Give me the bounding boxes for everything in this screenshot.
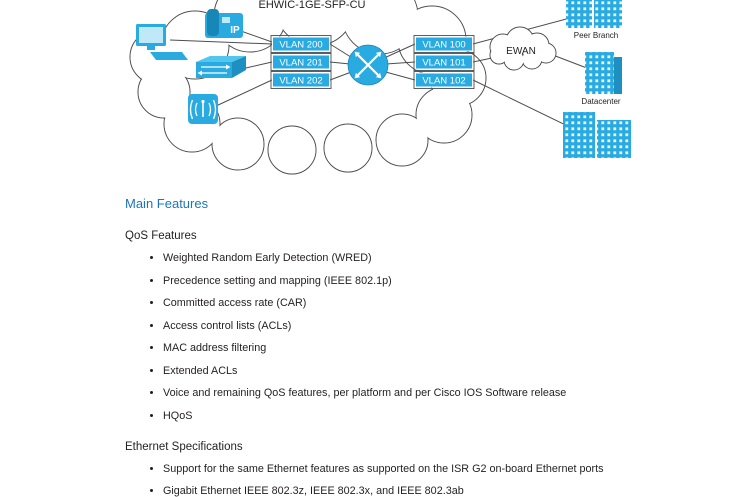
ewan-cloud: EWAN (490, 27, 556, 70)
access-point-icon (188, 94, 218, 124)
vlan-100-box: VLAN 100 (414, 36, 474, 53)
connection-line (216, 80, 272, 106)
network-diagram: EHWIC-1GE-SFP-CU IP (0, 0, 750, 175)
list-item: MAC address filtering (163, 342, 650, 354)
ip-phone-icon: IP (205, 9, 243, 38)
vlan-102-box: VLAN 102 (414, 72, 474, 89)
router-icon (348, 45, 388, 85)
vlan-100-label: VLAN 100 (422, 40, 465, 51)
ewan-label: EWAN (506, 46, 536, 57)
main-features-heading: Main Features (125, 196, 650, 211)
datacenter-label: Datacenter (581, 97, 620, 106)
list-item: HQoS (163, 410, 650, 422)
connection-line (330, 62, 350, 64)
vlan-201-box: VLAN 201 (271, 54, 331, 71)
list-item: Voice and remaining QoS features, per pl… (163, 387, 650, 399)
connection-line (246, 62, 272, 68)
list-item: Weighted Random Early Detection (WRED) (163, 252, 650, 264)
list-item: Support for the same Ethernet features a… (163, 463, 650, 475)
vlan-202-box: VLAN 202 (271, 72, 331, 89)
page-content: Main Features QoS Features Weighted Rand… (0, 196, 750, 497)
peer-branch-building-icon: Peer Branch (566, 0, 622, 40)
vlan-202-label: VLAN 202 (279, 76, 322, 87)
vlan-201-label: VLAN 201 (279, 58, 322, 69)
vlan-200-box: VLAN 200 (271, 36, 331, 53)
datacenter-building-icon: Datacenter (581, 52, 622, 106)
qos-features-list: Weighted Random Early Detection (WRED) P… (125, 252, 650, 422)
ethernet-specifications-list: Support for the same Ethernet features a… (125, 463, 650, 497)
list-item: Extended ACLs (163, 365, 650, 377)
vlan-102-label: VLAN 102 (422, 76, 465, 87)
branch-building-icon (563, 112, 631, 158)
list-item: Access control lists (ACLs) (163, 320, 650, 332)
list-item: Gigabit Ethernet IEEE 802.3z, IEEE 802.3… (163, 485, 650, 497)
qos-features-heading: QoS Features (125, 230, 650, 243)
vlan-200-label: VLAN 200 (279, 40, 322, 51)
network-diagram-canvas: EHWIC-1GE-SFP-CU IP (0, 0, 750, 175)
switch-icon (196, 56, 246, 78)
diagram-title: EHWIC-1GE-SFP-CU (259, 0, 366, 11)
ip-phone-label: IP (230, 25, 240, 36)
vlan-101-label: VLAN 101 (422, 58, 465, 69)
list-item: Precedence setting and mapping (IEEE 802… (163, 275, 650, 287)
ethernet-specifications-heading: Ethernet Specifications (125, 441, 650, 454)
peer-branch-label: Peer Branch (574, 31, 618, 40)
list-item: Committed access rate (CAR) (163, 297, 650, 309)
vlan-101-box: VLAN 101 (414, 54, 474, 71)
